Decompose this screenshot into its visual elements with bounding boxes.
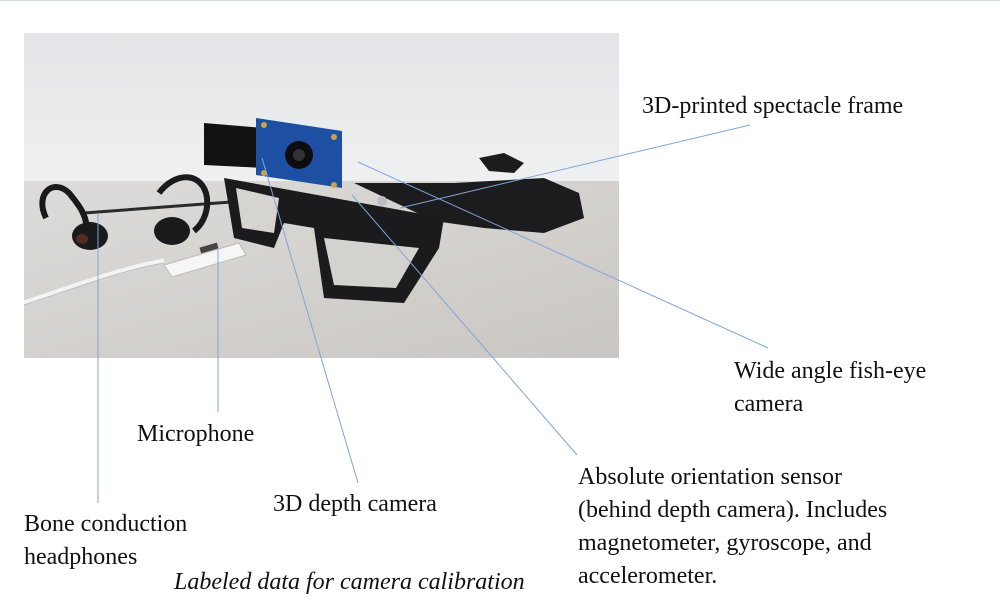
label-fisheye-line2: camera (734, 391, 804, 417)
label-microphone: Microphone (137, 418, 254, 451)
label-spectacle-frame: 3D-printed spectacle frame (642, 90, 903, 123)
left-headphone-band (39, 184, 90, 234)
label-fisheye-camera: Wide angle fish-eye camera (734, 355, 926, 421)
label-orientation-line3: magnetometer, gyroscope, and (578, 530, 872, 556)
label-orientation-sensor: Absolute orientation sensor (behind dept… (578, 461, 887, 593)
label-spectacle-frame-text: 3D-printed spectacle frame (642, 93, 904, 119)
right-headphone-pad (154, 217, 190, 245)
microphone-body (163, 242, 247, 278)
right-headphone-band (156, 174, 211, 234)
usb-cable (24, 258, 165, 306)
device-photo-drawing (24, 33, 619, 358)
label-bone-conduction: Bone conduction headphones (24, 508, 187, 574)
label-bone-line2: headphones (24, 544, 138, 570)
label-depth-camera: 3D depth camera (273, 488, 437, 521)
top-divider (0, 0, 1000, 1)
label-bone-line1: Bone conduction (24, 511, 188, 537)
label-depth-camera-text: 3D depth camera (273, 491, 437, 517)
label-orientation-line1: Absolute orientation sensor (578, 464, 842, 490)
device-photo (24, 33, 619, 358)
figure-caption: Labeled data for camera calibration (174, 569, 525, 595)
label-microphone-text: Microphone (137, 421, 255, 447)
label-fisheye-line1: Wide angle fish-eye (734, 358, 927, 384)
depth-camera-block (204, 123, 264, 168)
headphone-cable (83, 199, 245, 215)
label-orientation-line2: (behind depth camera). Includes (578, 497, 888, 523)
label-orientation-line4: accelerometer. (578, 563, 718, 589)
orientation-sensor-screw (377, 196, 387, 206)
